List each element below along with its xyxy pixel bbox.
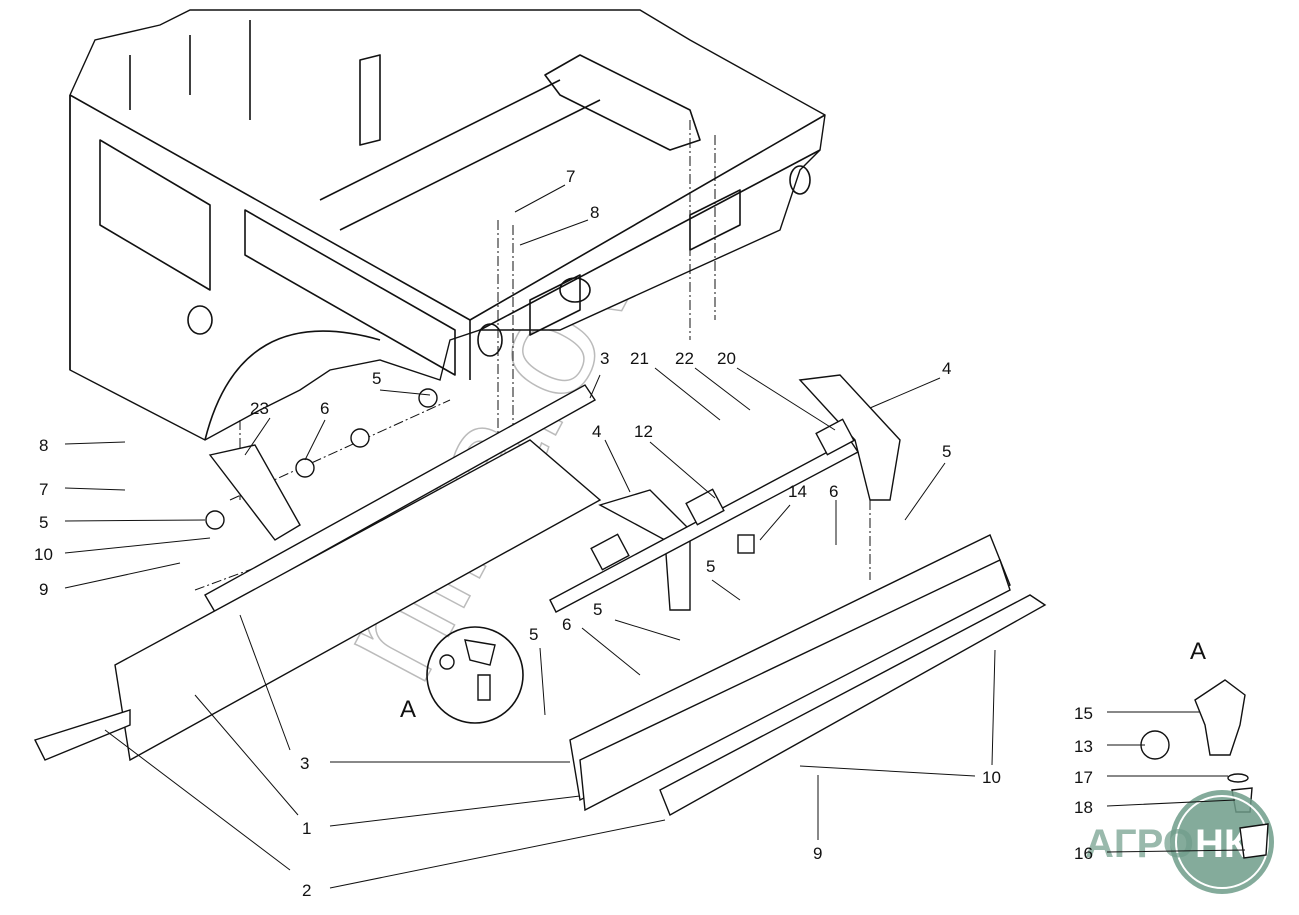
callout: 5 — [706, 557, 715, 576]
callout: 23 — [250, 399, 269, 418]
callout: 4 — [942, 359, 951, 378]
callout: 4 — [592, 422, 601, 441]
callout: 6 — [829, 482, 838, 501]
callout: 17 — [1074, 768, 1093, 787]
leader-lines — [64, 184, 1246, 889]
callout: 5 — [529, 625, 538, 644]
callout: 5 — [39, 513, 48, 532]
callout: 3 — [300, 754, 309, 773]
callout: 7 — [566, 167, 575, 186]
callout: 9 — [813, 844, 822, 863]
callout: 5 — [372, 369, 381, 388]
callout: 12 — [634, 422, 653, 441]
callout: 6 — [320, 399, 329, 418]
chassis-frame — [69, 9, 826, 441]
callout: 15 — [1074, 704, 1093, 723]
view-label-a: A — [400, 696, 416, 723]
callout: 7 — [39, 480, 48, 499]
detail-circle-a — [426, 626, 524, 724]
callout: 18 — [1074, 798, 1093, 817]
callout: 5 — [593, 600, 602, 619]
svg-text:АГРО: АГРО — [1085, 822, 1194, 866]
callout: 21 — [630, 349, 649, 368]
callout: 20 — [717, 349, 736, 368]
callout: 22 — [675, 349, 694, 368]
callout: 5 — [942, 442, 951, 461]
callout: 10 — [34, 545, 53, 564]
view-label-a: A — [1190, 638, 1206, 665]
callout-labels: 7 8 3 21 22 20 4 5 23 6 4 12 8 7 5 10 9 … — [34, 167, 1206, 900]
callout: 6 — [562, 615, 571, 634]
callout: 9 — [39, 580, 48, 599]
callout: 13 — [1074, 737, 1093, 756]
rails — [34, 374, 1047, 817]
shaft-assembly — [205, 388, 860, 613]
callout: 1 — [302, 819, 311, 838]
callout: 16 — [1074, 844, 1093, 863]
agronk-logo: АГРО НК — [1085, 790, 1274, 894]
callout: 8 — [590, 203, 599, 222]
callout: 8 — [39, 436, 48, 455]
callout: 2 — [302, 881, 311, 900]
callout: 10 — [982, 768, 1001, 787]
callout: 14 — [788, 482, 807, 501]
callout: 3 — [600, 349, 609, 368]
